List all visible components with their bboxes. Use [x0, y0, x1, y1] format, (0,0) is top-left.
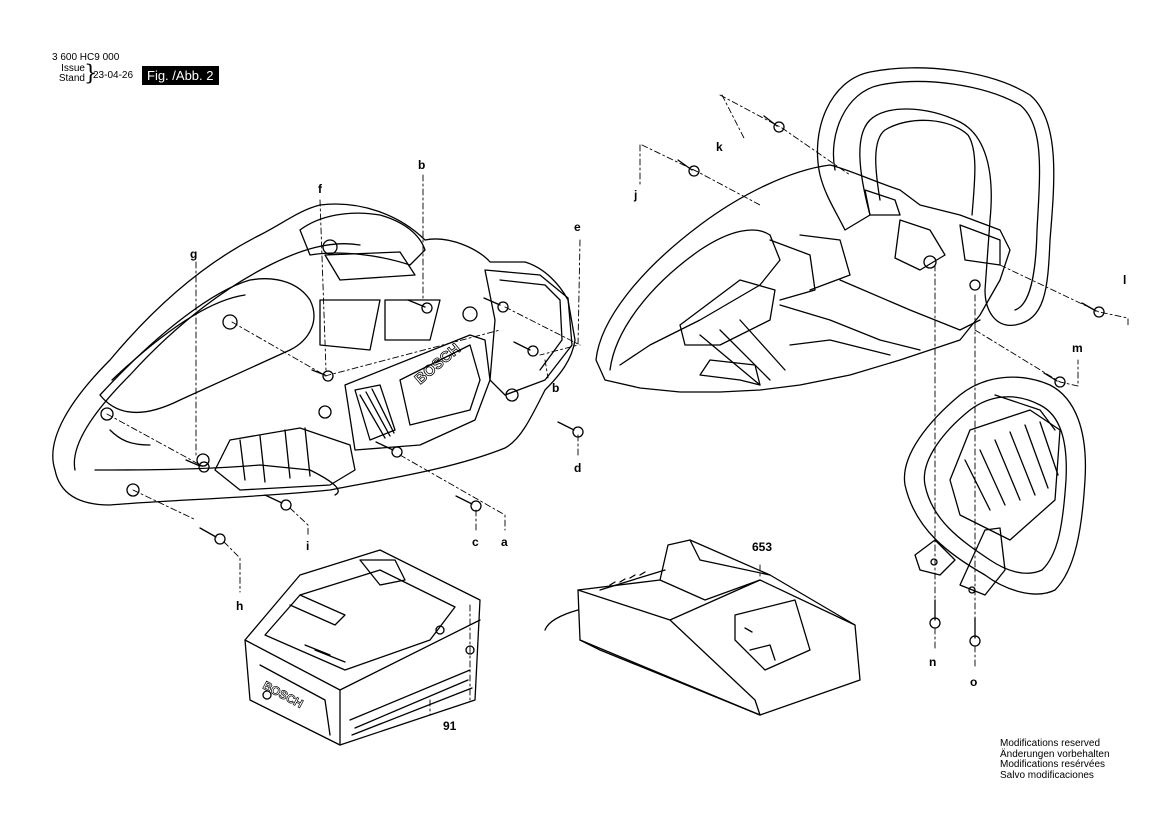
notice-es: Salvo modificaciones — [1000, 769, 1094, 781]
hand-guard — [903, 376, 1087, 596]
callout-a: a — [501, 535, 508, 549]
callout-c: c — [472, 535, 479, 549]
callout-n: n — [929, 655, 937, 669]
callout-g: g — [190, 247, 198, 261]
brace: } — [84, 61, 98, 85]
part-number: 3 600 HC9 000 — [52, 52, 120, 63]
bow-handle — [816, 67, 1055, 326]
callout-d: d — [574, 461, 582, 475]
callout-e: e — [574, 220, 581, 234]
leader-lines-right — [429, 94, 1129, 716]
housing-left — [52, 203, 576, 506]
notice-en: Modifications reserved — [1000, 738, 1101, 749]
callout-o: o — [970, 675, 978, 689]
callout-f: f — [318, 182, 322, 196]
charger — [544, 539, 861, 716]
stand-label: Stand — [58, 73, 85, 84]
callout-k: k — [716, 140, 723, 154]
battery-logo: BOSCH — [261, 678, 306, 711]
issue-label: Issue — [61, 63, 85, 74]
callout-653: 653 — [752, 540, 773, 554]
callout-91: 91 — [443, 719, 457, 733]
leader-lines-left — [106, 174, 581, 593]
housing-right — [595, 164, 1011, 393]
battery-pack — [244, 549, 481, 746]
callout-m: m — [1072, 341, 1083, 355]
modifications-notice: Modifications reserved Änderungen vorbeh… — [1000, 738, 1110, 781]
callout-b-top: b — [418, 158, 426, 172]
callout-j: j — [634, 188, 638, 202]
figure-badge: Fig. /Abb. 2 — [142, 66, 220, 85]
notice-de: Änderungen vorbehalten — [1000, 748, 1110, 760]
callout-b-side: b — [552, 381, 560, 395]
issue-date: 23-04-26 — [93, 70, 134, 81]
screws-left — [185, 297, 584, 545]
callout-l: l — [1123, 273, 1127, 287]
notice-fr: Modifications resérvées — [1000, 759, 1106, 770]
callout-i: i — [306, 539, 310, 553]
issue-stand-label: Issue Stand — [55, 64, 85, 84]
callout-h: h — [236, 599, 244, 613]
